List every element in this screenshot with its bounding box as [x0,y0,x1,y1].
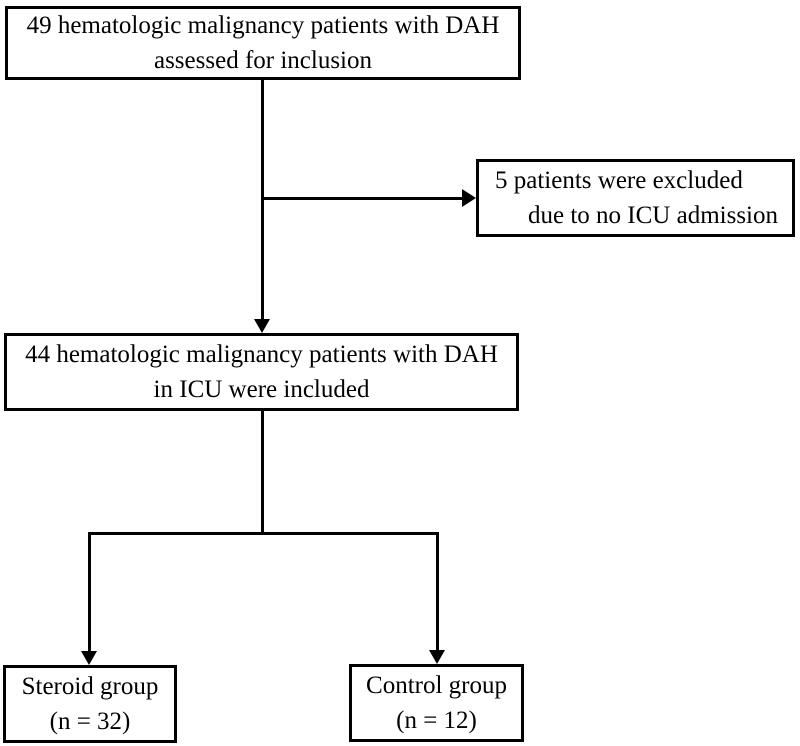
excluded-patients-box: 5 patients were excluded due to no ICU a… [476,159,795,237]
arrowhead-down-included-icon [254,319,270,333]
included-box-line1: 44 hematologic malignancy patients with … [25,341,498,368]
included-box-line2: in ICU were included [153,376,370,403]
connector-split-bar [88,532,439,535]
arrowhead-down-control-icon [429,650,445,664]
included-patients-box: 44 hematologic malignancy patients with … [4,333,519,411]
connector-split-to-steroid [88,532,91,651]
control-group-box: Control group (n = 12) [349,664,524,742]
connector-branch-to-excluded [261,197,463,200]
assessed-for-inclusion-box: 49 hematologic malignancy patients with … [5,6,521,80]
steroid-box-line1: Steroid group [21,673,159,700]
control-box-line1: Control group [366,672,507,699]
steroid-group-box: Steroid group (n = 32) [3,665,177,743]
assessed-box-line1: 49 hematologic malignancy patients with … [26,12,500,39]
assessed-box-line2: assessed for inclusion [153,47,373,74]
steroid-box-line2: (n = 32) [49,708,131,735]
connector-split-to-control [436,532,439,650]
connector-assessed-to-included [261,80,264,320]
arrowhead-right-excluded-icon [462,189,476,207]
control-box-line2: (n = 12) [396,707,477,734]
arrowhead-down-steroid-icon [81,651,97,665]
excluded-box-line2: due to no ICU admission [528,202,778,229]
connector-included-to-split [261,411,264,535]
excluded-box-line1: 5 patients were excluded [495,167,743,194]
